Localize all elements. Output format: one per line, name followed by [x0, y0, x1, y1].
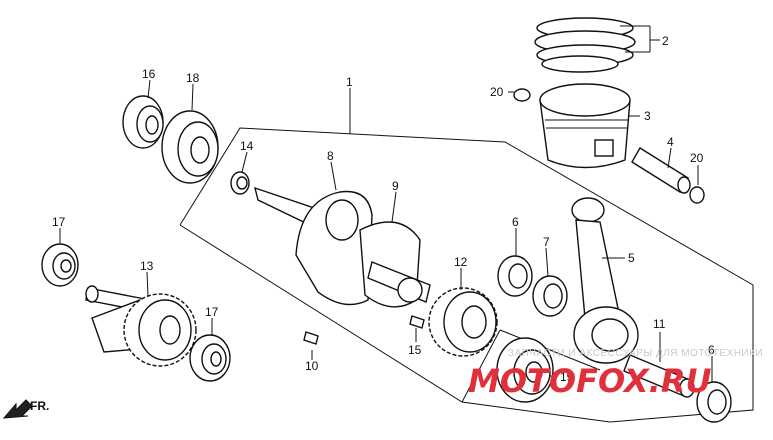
label-7: 7 — [543, 235, 550, 249]
balancer-shaft-13 — [85, 285, 197, 367]
leader-lines — [59, 25, 713, 382]
label-1: 1 — [346, 75, 353, 89]
connecting-rod — [571, 197, 639, 364]
label-17: 17 — [52, 215, 66, 229]
watermark-tagline: ЗАПЧАСТИ И АКСЕССУАРЫ ДЛЯ МОТОТЕХНИКИ — [508, 348, 763, 359]
label-12: 12 — [454, 255, 468, 269]
label-5: 5 — [628, 251, 635, 265]
label-17-second: 17 — [205, 305, 219, 319]
bearing-17-left — [41, 243, 79, 287]
label-15: 15 — [408, 343, 422, 357]
boundary-inner-line-2 — [499, 329, 601, 371]
label-3: 3 — [644, 109, 651, 123]
piston — [539, 83, 631, 169]
watermark-logo: MOTOFOX.RU — [468, 362, 711, 400]
label-20: 20 — [490, 85, 504, 99]
bearing-18 — [161, 110, 219, 184]
front-arrow-label: FR. — [30, 399, 49, 413]
washer-6-lower — [696, 381, 732, 423]
seal-14 — [230, 171, 250, 195]
label-18: 18 — [186, 71, 200, 85]
piston-pin — [631, 147, 691, 194]
circlip-left — [513, 88, 531, 102]
label-20-second: 20 — [690, 151, 704, 165]
label-14: 14 — [240, 139, 254, 153]
circlip-right — [689, 186, 705, 204]
label-16: 16 — [142, 67, 156, 81]
key-15 — [409, 315, 425, 329]
label-2: 2 — [662, 34, 669, 48]
label-10: 10 — [305, 359, 319, 373]
label-11: 11 — [653, 317, 666, 331]
assembly-boundary — [179, 127, 754, 423]
gear-12 — [428, 287, 498, 357]
label-8: 8 — [327, 149, 334, 163]
label-6: 6 — [512, 215, 519, 229]
piston-rings — [534, 17, 636, 73]
crankshaft — [254, 186, 431, 308]
key-10 — [303, 331, 319, 345]
bearing-17-right — [189, 334, 231, 382]
label-9: 9 — [392, 179, 399, 193]
crank-pin-11 — [623, 354, 695, 398]
label-6-second: 6 — [708, 343, 715, 357]
bearing-16 — [122, 95, 164, 149]
label-19: 19 — [560, 370, 574, 384]
bearing-19 — [496, 337, 554, 403]
label-4: 4 — [667, 135, 674, 149]
boundary-inner-line — [461, 329, 501, 403]
label-13: 13 — [140, 259, 154, 273]
needle-bearing-7 — [532, 275, 568, 317]
washer-6 — [497, 255, 533, 297]
front-arrow-icon: FR. — [2, 399, 49, 419]
